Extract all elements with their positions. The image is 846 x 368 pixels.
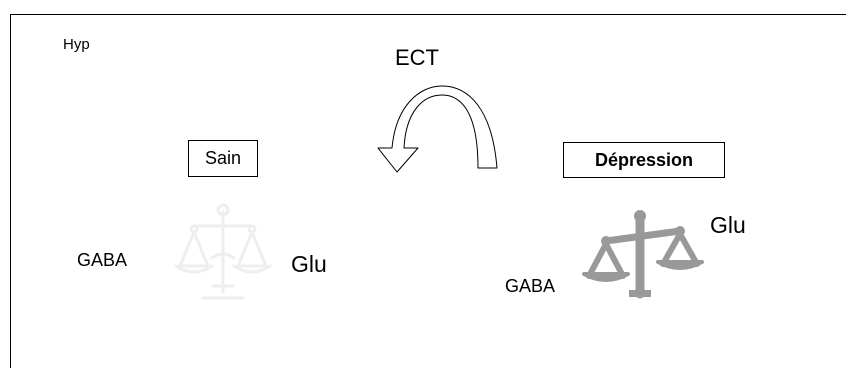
depression-state-label: Dépression xyxy=(594,149,694,170)
diagram-frame xyxy=(10,14,846,368)
frame-top-line xyxy=(806,14,846,15)
gaba-label-depression: GABA xyxy=(505,276,556,296)
curved-arrow-icon xyxy=(377,85,498,173)
glu-label-depression: Glu xyxy=(710,212,746,238)
depression-state-box: Dépression xyxy=(563,142,725,178)
hypothesis-label: Hyp xyxy=(63,36,90,53)
ect-label: ECT xyxy=(395,45,439,70)
healthy-state-box: Sain xyxy=(188,140,258,177)
glu-label-healthy: Glu xyxy=(291,251,327,277)
healthy-state-label: Sain xyxy=(204,148,242,168)
tilted-balance-scale-icon xyxy=(582,210,704,299)
balance-scale-icon xyxy=(174,203,272,300)
gaba-label-healthy: GABA xyxy=(77,250,128,270)
